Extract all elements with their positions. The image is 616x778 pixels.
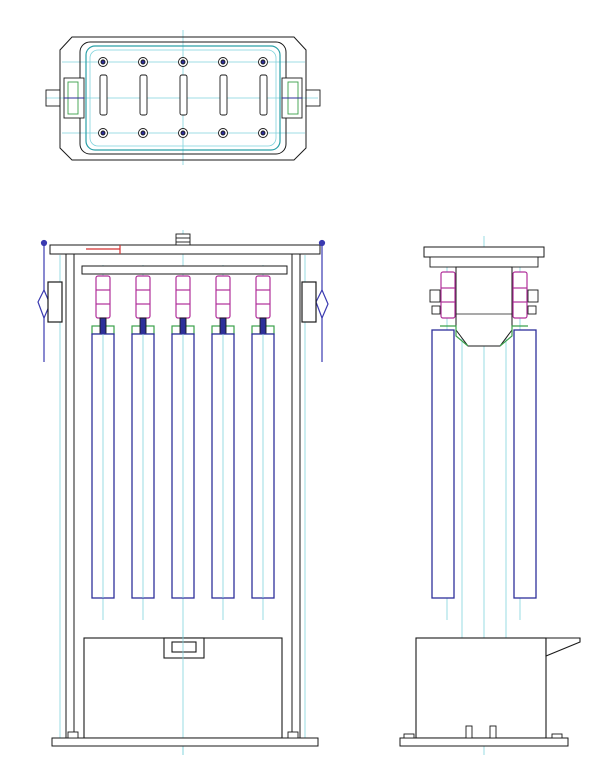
side-view-bolts [429, 289, 539, 315]
top-view-handle-left [45, 77, 85, 119]
front-view-manifold [81, 265, 288, 275]
front-view-top-fitting [175, 233, 191, 246]
front-view-latch-right [301, 239, 329, 362]
front-view-clamps [95, 275, 271, 319]
top-view-handle-right [281, 77, 321, 119]
front-view [37, 230, 329, 755]
side-view [399, 236, 581, 755]
front-view-base-plate [51, 737, 319, 747]
side-view-feet [403, 725, 563, 739]
top-view [45, 30, 321, 165]
side-view-base-box [415, 637, 581, 739]
side-view-top-plate [423, 246, 545, 258]
side-view-tubes [431, 329, 537, 599]
top-view-gasket [85, 45, 281, 151]
front-view-latch-left [37, 239, 63, 362]
side-view-clamps [440, 271, 528, 319]
side-view-housing [455, 266, 513, 347]
top-view-slots [99, 74, 268, 116]
top-view-outer-frame [59, 36, 307, 161]
top-view-bolt-holes [98, 57, 268, 138]
side-view-base-plate [399, 737, 569, 747]
side-view-fittings [440, 325, 528, 347]
